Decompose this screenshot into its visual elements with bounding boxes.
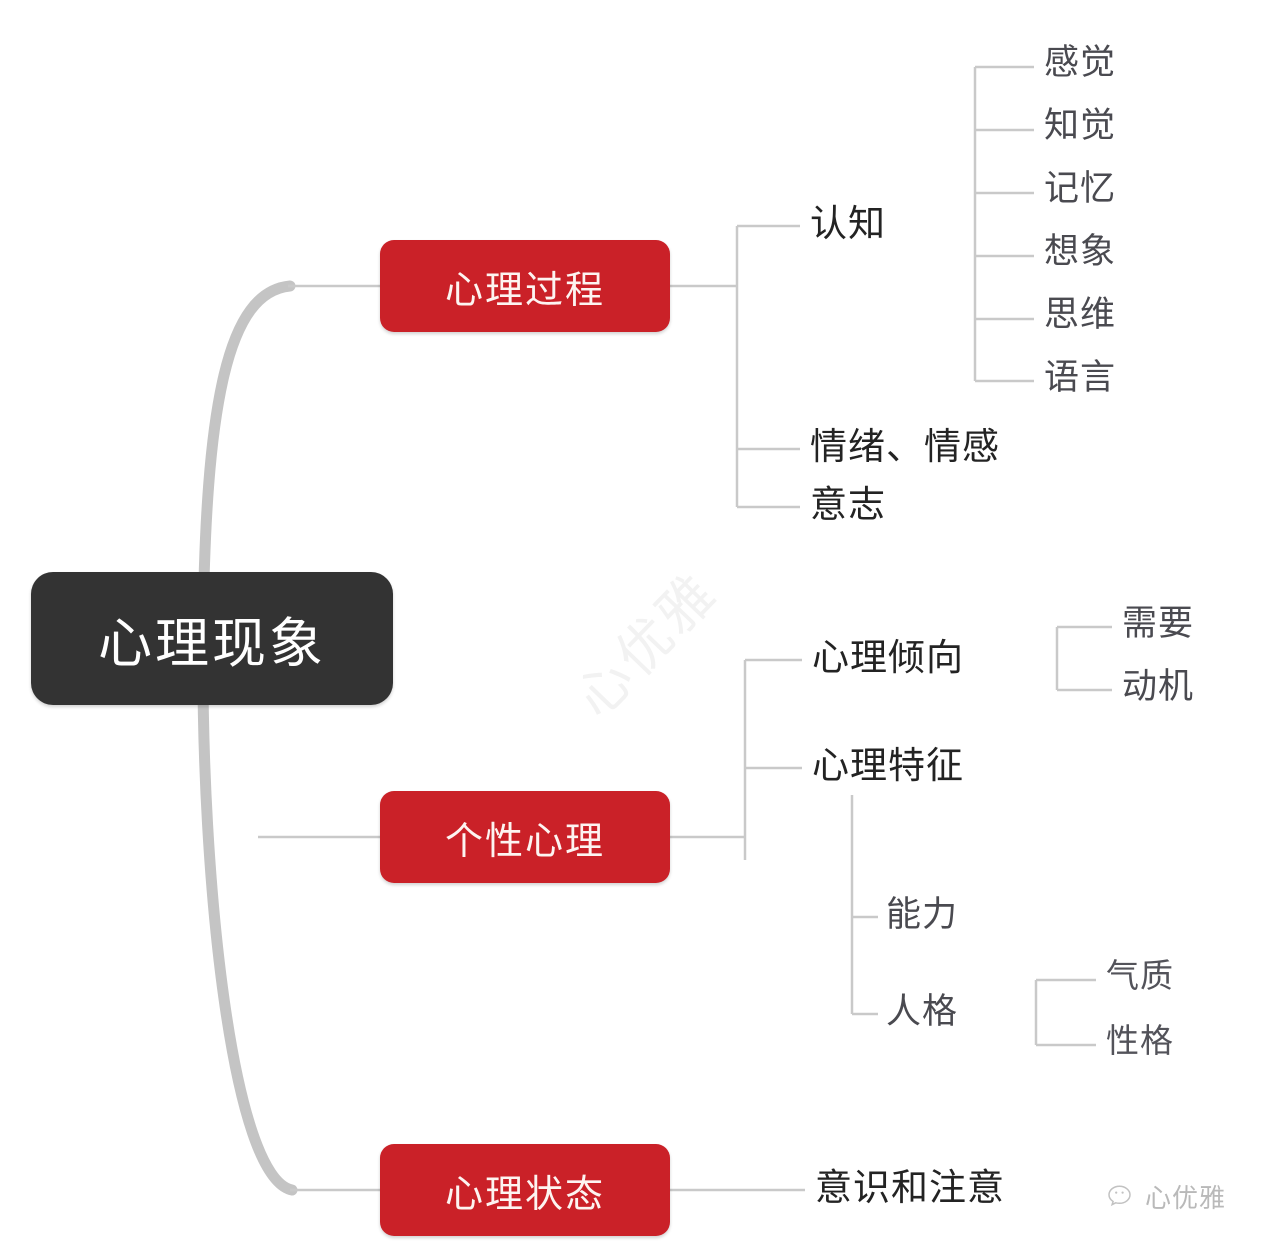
leaf-temperament-label: 气质 — [1106, 959, 1174, 995]
leaf-character[interactable]: 性格 — [1106, 1026, 1174, 1059]
logo-text: 心优雅 — [1145, 1184, 1227, 1213]
leaf-imagination-label: 想象 — [1044, 232, 1117, 271]
leaf-perception-label: 知觉 — [1044, 106, 1117, 145]
leaf-temperament[interactable]: 气质 — [1106, 961, 1174, 994]
leaf-language[interactable]: 语言 — [1044, 360, 1116, 395]
leaf-psych-traits[interactable]: 心理特征 — [812, 748, 964, 785]
leaf-emotion[interactable]: 情绪、情感 — [810, 429, 1000, 466]
leaf-memory-label: 记忆 — [1044, 169, 1117, 208]
leaf-cognition[interactable]: 认知 — [810, 206, 886, 243]
leaf-psych-tendency[interactable]: 心理倾向 — [812, 640, 964, 677]
node-branch-psych-process[interactable]: 心理过程 — [380, 240, 670, 332]
leaf-sensation-label: 感觉 — [1044, 43, 1117, 82]
leaf-need[interactable]: 需要 — [1122, 606, 1194, 641]
leaf-consciousness-attention[interactable]: 意识和注意 — [815, 1170, 1005, 1207]
node-branch-psych-state[interactable]: 心理状态 — [380, 1144, 670, 1236]
leaf-perception[interactable]: 知觉 — [1044, 108, 1116, 143]
leaf-thinking[interactable]: 思维 — [1044, 297, 1116, 332]
node-branch-psych-process-label: 心理过程 — [444, 269, 605, 312]
node-branch-personality-label: 个性心理 — [444, 820, 605, 863]
wechat-icon — [1108, 1184, 1138, 1210]
leaf-emotion-label: 情绪、情感 — [810, 427, 1000, 468]
channel-logo: 心优雅 — [1108, 1178, 1226, 1215]
node-branch-personality[interactable]: 个性心理 — [380, 791, 670, 883]
leaf-ability[interactable]: 能力 — [886, 897, 958, 932]
leaf-personality-trait-label: 人格 — [886, 992, 959, 1031]
leaf-motive-label: 动机 — [1122, 667, 1195, 706]
leaf-language-label: 语言 — [1044, 358, 1117, 397]
center-watermark: 心优雅 — [564, 561, 729, 729]
leaf-ability-label: 能力 — [886, 895, 959, 934]
leaf-consciousness-attention-label: 意识和注意 — [815, 1168, 1005, 1209]
leaf-need-label: 需要 — [1122, 604, 1195, 643]
leaf-personality-trait[interactable]: 人格 — [886, 994, 958, 1029]
leaf-psych-traits-label: 心理特征 — [812, 746, 964, 787]
leaf-memory[interactable]: 记忆 — [1044, 171, 1116, 206]
node-root-label: 心理现象 — [98, 614, 326, 674]
leaf-cognition-label: 认知 — [810, 204, 886, 245]
leaf-character-label: 性格 — [1106, 1024, 1174, 1060]
leaf-psych-tendency-label: 心理倾向 — [812, 638, 964, 679]
node-root[interactable]: 心理现象 — [31, 572, 393, 705]
node-branch-psych-state-label: 心理状态 — [444, 1173, 605, 1216]
leaf-will-label: 意志 — [810, 485, 886, 526]
root-spine-curve — [197, 280, 298, 1196]
leaf-sensation[interactable]: 感觉 — [1044, 45, 1116, 80]
leaf-imagination[interactable]: 想象 — [1044, 234, 1116, 269]
leaf-will[interactable]: 意志 — [810, 487, 886, 524]
leaf-motive[interactable]: 动机 — [1122, 669, 1194, 704]
leaf-thinking-label: 思维 — [1044, 295, 1117, 334]
